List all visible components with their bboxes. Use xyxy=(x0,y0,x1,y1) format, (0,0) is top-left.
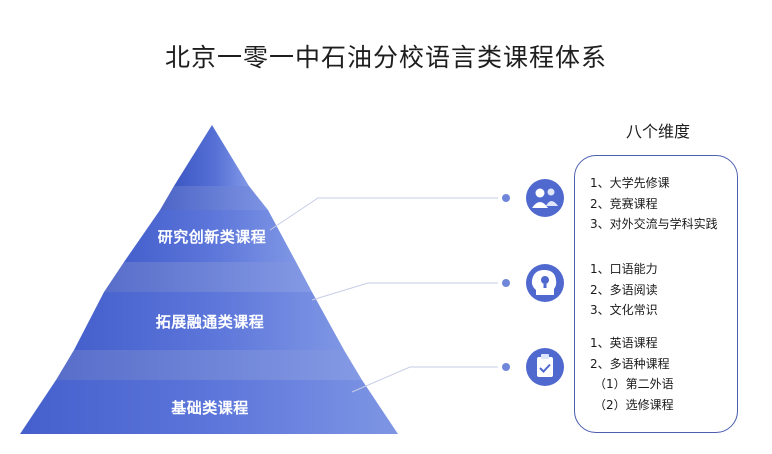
dimensions-box xyxy=(574,155,738,433)
list-item: （2）选修课程 xyxy=(594,397,674,412)
page-title: 北京一零一中石油分校语言类课程体系 xyxy=(164,43,607,72)
clipboard-check-icon xyxy=(526,348,564,386)
tier-label-extension: 拓展融通类课程 xyxy=(155,313,265,331)
list-item: 3、对外交流与学科实践 xyxy=(590,217,718,231)
dimensions-heading: 八个维度 xyxy=(625,122,690,141)
list-item: 1、口语能力 xyxy=(590,262,658,276)
dimension-group-extension: 1、口语能力 2、多语阅读 3、文化常识 xyxy=(590,259,658,321)
list-item: 3、文化常识 xyxy=(590,303,658,317)
list-item: 2、多语阅读 xyxy=(590,282,658,297)
list-item: 1、大学先修课 xyxy=(590,176,670,190)
people-icon xyxy=(526,179,564,217)
connector-line-3 xyxy=(351,366,498,393)
list-item: 2、竞赛课程 xyxy=(590,196,658,211)
dimension-group-research: 1、大学先修课 2、竞赛课程 3、对外交流与学科实践 xyxy=(590,173,718,235)
pyramid-apex xyxy=(174,125,249,186)
connector-dot-2 xyxy=(502,279,510,287)
connector-dot-3 xyxy=(502,363,510,371)
dimension-group-foundation: 1、英语课程 2、多语种课程 （1）第二外语 （2）选修课程 xyxy=(590,333,674,415)
connector-line-2 xyxy=(311,282,498,301)
pyramid-tier-3 xyxy=(20,380,398,434)
pyramid-tier-1 xyxy=(124,210,296,262)
list-item: 2、多语种课程 xyxy=(590,356,670,371)
pyramid-shelf-2 xyxy=(104,262,312,292)
tier-label-foundation: 基础类课程 xyxy=(171,399,249,417)
pyramid-shelf-3 xyxy=(56,350,362,380)
connector-line-1 xyxy=(269,197,498,231)
pyramid-tier-2 xyxy=(74,292,344,350)
pyramid-shelf-1 xyxy=(160,186,268,210)
tier-label-research: 研究创新类课程 xyxy=(157,228,267,246)
connector-dot-1 xyxy=(502,194,510,202)
list-item: （1）第二外语 xyxy=(594,377,674,391)
head-lightbulb-icon xyxy=(526,264,564,302)
list-item: 1、英语课程 xyxy=(590,336,658,350)
